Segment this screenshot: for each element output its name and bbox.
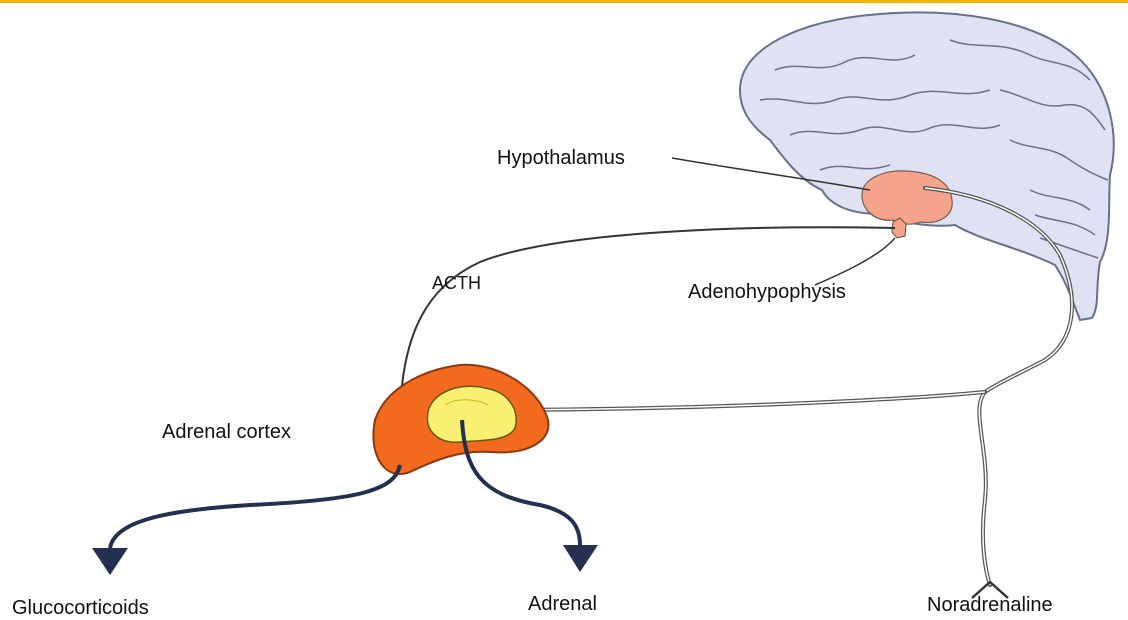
- glucocorticoids-arrow: [110, 465, 400, 548]
- label-glucocorticoids: Glucocorticoids: [12, 597, 149, 620]
- label-adrenal: Adrenal: [528, 593, 597, 616]
- glucocorticoids-arrowhead: [92, 548, 128, 575]
- label-acth: ACTH: [432, 273, 481, 294]
- hypothalamus-shape: [862, 171, 952, 224]
- adrenal-nerve-branch: [480, 392, 985, 410]
- label-adenohypophysis: Adenohypophysis: [688, 281, 846, 304]
- brain-illustration: [740, 12, 1114, 320]
- label-hypothalamus: Hypothalamus: [497, 147, 625, 170]
- adenohypophysis-pointer: [815, 238, 895, 285]
- adrenal-arrowhead: [563, 545, 598, 572]
- adrenal-medulla-shape: [427, 386, 516, 442]
- label-noradrenaline: Noradrenaline: [927, 594, 1053, 617]
- label-adrenal-cortex: Adrenal cortex: [162, 421, 291, 444]
